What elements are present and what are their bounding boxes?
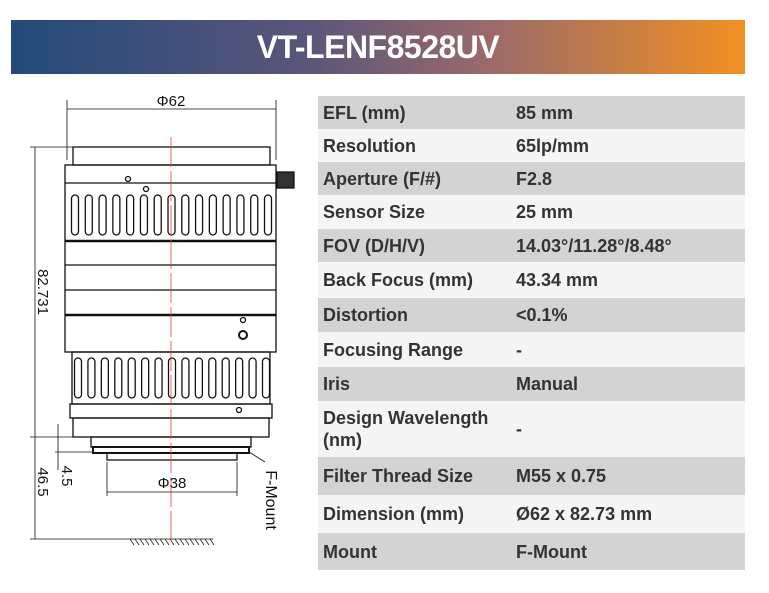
spec-row: Mount F-Mount [318,533,745,570]
spec-row: Iris Manual [318,367,745,401]
grip-slot [73,357,83,399]
grip-slot [84,194,93,236]
spec-value: 43.34 mm [516,270,599,290]
title-banner: VT-LENF8528UV [11,20,745,74]
grip-slot [112,194,121,236]
grip-slot [167,194,176,236]
spec-row: FOV (D/H/V) 14.03°/11.28°/8.48° [318,229,745,262]
ground-hatch [199,538,205,546]
spec-value: M55 x 0.75 [516,466,607,486]
ground-hatch [159,538,165,546]
grip-slot [234,357,244,399]
grip-slot [140,357,150,399]
grip-slot [127,357,136,399]
spec-row: Design Wavelength (nm) - [318,401,745,457]
spec-row: Sensor Size 25 mm [318,195,745,229]
spec-value: Ø62 x 82.73 mm [516,504,653,524]
lens-dimension-drawing: Φ62 82.731 4.5 46.5 Φ38 F-Mount [30,93,295,546]
ground-hatch [149,538,155,546]
spec-label: Filter Thread Size [323,466,474,486]
grip-slot [87,357,96,399]
grip-slot [125,194,135,236]
dim-length: 82.731 [34,269,51,315]
spec-label: Sensor Size [323,202,426,222]
product-title: VT-LENF8528UV [256,28,500,65]
grip-slot [261,357,271,399]
spec-label: Distortion [323,305,408,325]
spec-label: EFL (mm) [323,102,406,123]
ground-hatch [134,538,140,546]
dim-mount-diameter: Φ38 [158,475,187,492]
spec-label: Iris [323,374,351,394]
mount-label: F-Mount [262,470,279,530]
ground-hatch [184,538,190,546]
spec-row: Resolution 65lp/mm [318,129,745,162]
ground-hatch [164,538,170,546]
grip-slot [194,194,204,236]
spec-row: Distortion <0.1% [318,298,745,332]
ground-hatch [179,538,185,546]
grip-slot [194,357,204,399]
spec-value: 85 mm [516,102,574,123]
grip-slot [208,194,218,236]
spec-row: Filter Thread Size M55 x 0.75 [318,457,745,495]
grip-slot [208,357,217,399]
spec-value: F-Mount [516,541,587,562]
grip-slot [139,194,149,236]
ground-hatch [139,538,145,546]
lens-front-cap [72,146,271,166]
grip-slot [236,194,245,236]
spec-label: Focusing Range [323,339,464,360]
spec-label: Design Wavelength (nm) [323,408,489,450]
grip-slot [221,357,230,399]
spec-row: EFL (mm) 85 mm [318,96,745,129]
ground-hatch [129,538,135,546]
dim-outer-diameter: Φ62 [157,93,186,110]
spec-label: Dimension (mm) [323,504,465,524]
spec-value: 25 mm [516,202,574,222]
ground-hatch [194,538,200,546]
spec-value: Manual [516,374,579,394]
dim-flange: 4.5 [58,466,75,487]
spec-label: FOV (D/H/V) [323,235,425,256]
spec-row: Back Focus (mm) 43.34 mm [318,262,745,298]
spec-label: Mount [323,541,377,562]
ground-hatch [154,538,160,546]
spec-row: Focusing Range - [318,332,745,367]
grip-slot [222,194,231,236]
spec-label: Aperture (F/#) [323,168,442,189]
ground-hatch [174,538,180,546]
grip-slot [114,357,123,399]
grip-slot [250,194,259,236]
grip-slot [181,357,190,399]
lens-body [64,164,277,353]
spec-value: <0.1% [516,305,568,325]
spec-row: Aperture (F/#) F2.8 [318,162,745,195]
lens-lock-knob [276,171,295,189]
ground-hatch [209,538,215,546]
dim-back: 46.5 [34,467,51,496]
spec-value: 14.03°/11.28°/8.48° [516,235,672,256]
spec-value: - [516,419,522,439]
spec-label: Back Focus (mm) [323,270,474,290]
ground-hatch [204,538,210,546]
grip-slot [181,194,190,236]
spec-label: Resolution [323,135,416,156]
grip-slot [263,194,273,236]
grip-slot [100,357,110,399]
grip-slot [167,357,177,399]
grip-slot [70,194,80,236]
grip-slot [98,194,107,236]
spec-row: Dimension (mm) Ø62 x 82.73 mm [318,495,745,533]
grip-slot [153,194,162,236]
spec-value: F2.8 [516,168,553,189]
grip-slot [248,357,257,399]
grip-slot [154,357,163,399]
ground-hatch [189,538,195,546]
spec-value: 65lp/mm [516,135,590,156]
ground-hatch [144,538,150,546]
spec-value: - [516,339,522,360]
